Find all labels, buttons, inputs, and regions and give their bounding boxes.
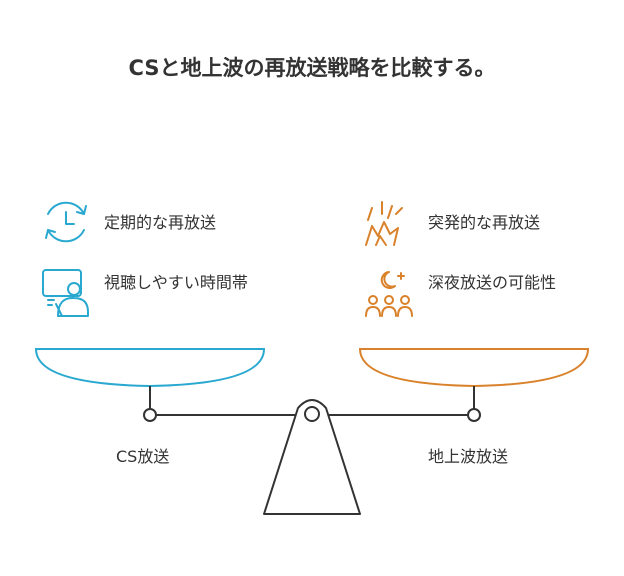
left-pivot bbox=[143, 408, 157, 422]
right-pivot bbox=[467, 408, 481, 422]
refresh-clock-icon bbox=[45, 201, 87, 243]
person-watching-screen-icon bbox=[42, 269, 89, 317]
left-item-label-2: 視聴しやすい時間帯 bbox=[104, 273, 248, 292]
right-side-name: 地上波放送 bbox=[428, 447, 509, 466]
scale-stand bbox=[263, 399, 361, 515]
moon-people-icon bbox=[365, 271, 413, 317]
page-title: CSと地上波の再放送戦略を比較する。 bbox=[128, 56, 496, 80]
left-item-label-1: 定期的な再放送 bbox=[104, 213, 217, 232]
right-item-label-1: 突発的な再放送 bbox=[428, 213, 541, 232]
surprise-burst-icon bbox=[365, 201, 403, 246]
left-pan bbox=[34, 348, 266, 388]
center-pivot bbox=[304, 406, 320, 422]
left-side-name: CS放送 bbox=[116, 447, 170, 466]
right-item-label-2: 深夜放送の可能性 bbox=[428, 273, 557, 292]
right-pan bbox=[358, 348, 590, 388]
